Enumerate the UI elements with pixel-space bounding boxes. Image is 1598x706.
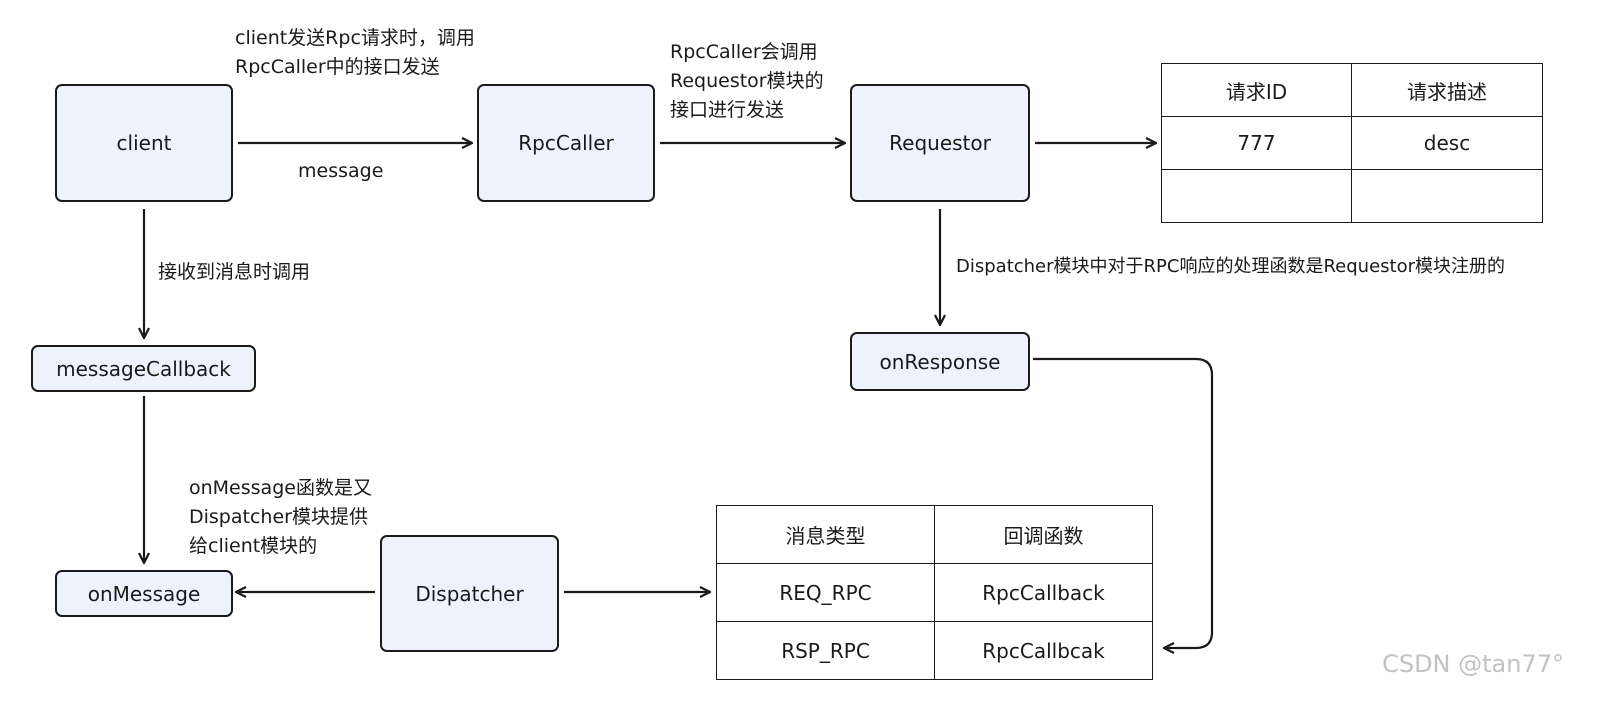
table-cell: 777: [1161, 116, 1352, 170]
rpccaller-note-line3: 接口进行发送: [670, 99, 785, 121]
onmessage-note: onMessage函数是又 Dispatcher模块提供 给client模块的: [189, 474, 372, 561]
rpccaller-note-line2: Requestor模块的: [670, 70, 824, 92]
messagecallback-node: messageCallback: [31, 345, 256, 392]
dispatcher-node-label: Dispatcher: [415, 581, 524, 606]
rpccaller-note-line1: RpcCaller会调用: [670, 41, 818, 63]
client-node-label: client: [116, 131, 172, 155]
table-cell: REQ_RPC: [716, 563, 935, 622]
onmessage-note-line3: 给client模块的: [189, 535, 318, 557]
rpccaller-note: RpcCaller会调用 Requestor模块的 接口进行发送: [670, 38, 824, 125]
table-row: [1161, 169, 1543, 223]
rpccaller-node: RpcCaller: [477, 84, 655, 202]
client-node: client: [55, 84, 233, 202]
table-row: 777 desc: [1161, 116, 1543, 170]
table-row: 请求ID 请求描述: [1161, 63, 1543, 117]
message-table: 消息类型 回调函数 REQ_RPC RpcCallback RSP_RPC Rp…: [716, 505, 1153, 680]
table-row: 消息类型 回调函数: [716, 505, 1153, 564]
dispatcher-node: Dispatcher: [380, 535, 559, 652]
receive-callback-label: 接收到消息时调用: [158, 261, 311, 283]
table-cell: RSP_RPC: [716, 621, 935, 680]
request-table: 请求ID 请求描述 777 desc: [1161, 63, 1543, 223]
message-label: message: [298, 160, 384, 182]
table-cell: desc: [1351, 116, 1543, 170]
messagecallback-node-label: messageCallback: [56, 356, 231, 381]
table-header-cell: 请求描述: [1351, 63, 1543, 117]
onresponse-node: onResponse: [850, 332, 1030, 391]
table-row: REQ_RPC RpcCallback: [716, 563, 1153, 622]
onmessage-note-line2: Dispatcher模块提供: [189, 506, 368, 528]
dispatcher-response-note: Dispatcher模块中对于RPC响应的处理函数是Requestor模块注册的: [956, 256, 1505, 277]
table-cell: [1351, 169, 1543, 223]
table-header-cell: 消息类型: [716, 505, 935, 564]
table-cell: RpcCallback: [934, 563, 1153, 622]
watermark: CSDN @tan77°: [1382, 650, 1564, 678]
table-header-cell: 请求ID: [1161, 63, 1352, 117]
arrow-onresponse-to-message-table: [1033, 357, 1214, 648]
table-cell: [1161, 169, 1352, 223]
requestor-node-label: Requestor: [889, 131, 991, 155]
client-send-note-line1: client发送Rpc请求时，调用: [235, 27, 475, 49]
client-send-note-line2: RpcCaller中的接口发送: [235, 56, 440, 78]
onresponse-node-label: onResponse: [879, 349, 1001, 374]
table-cell: RpcCallbcak: [934, 621, 1153, 680]
onmessage-note-line1: onMessage函数是又: [189, 477, 372, 499]
rpccaller-node-label: RpcCaller: [518, 131, 614, 155]
client-send-note: client发送Rpc请求时，调用 RpcCaller中的接口发送: [235, 24, 475, 82]
table-header-cell: 回调函数: [934, 505, 1153, 564]
table-row: RSP_RPC RpcCallbcak: [716, 621, 1153, 680]
onmessage-node-label: onMessage: [87, 581, 201, 606]
requestor-node: Requestor: [850, 84, 1030, 202]
onmessage-node: onMessage: [55, 570, 233, 617]
